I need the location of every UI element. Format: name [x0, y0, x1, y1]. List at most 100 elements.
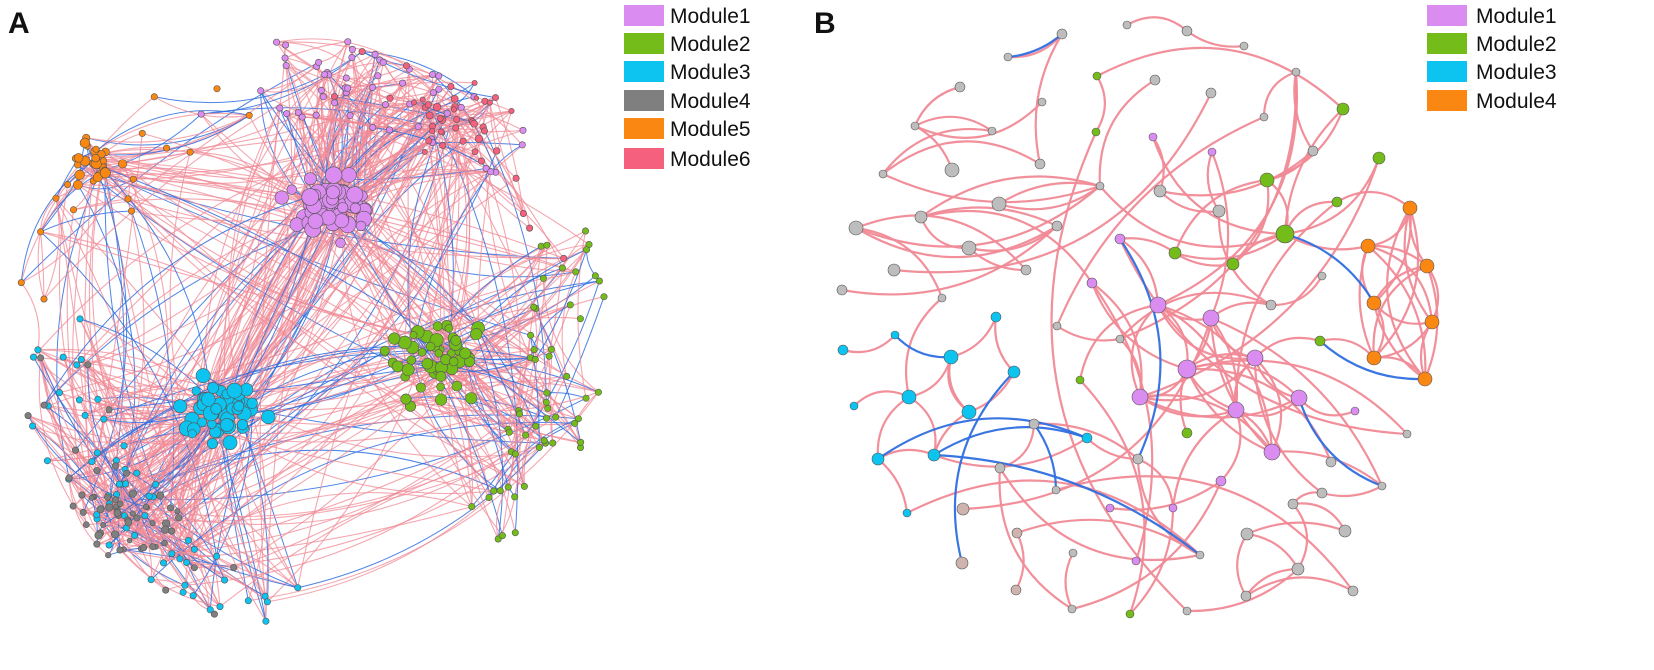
network-node: [152, 480, 160, 488]
network-node: [425, 137, 433, 145]
positive-edge: [489, 102, 498, 152]
network-node: [213, 552, 221, 560]
positive-edge: [855, 226, 944, 299]
positive-edge: [37, 349, 205, 398]
positive-edge: [100, 508, 153, 548]
network-node: [1177, 359, 1197, 379]
positive-edge: [1254, 336, 1321, 359]
positive-edge: [178, 451, 512, 525]
network-node: [187, 429, 197, 439]
positive-edge: [79, 174, 422, 388]
positive-edge: [62, 356, 154, 547]
network-node: [436, 115, 444, 122]
network-node: [40, 295, 48, 303]
network-node: [301, 188, 319, 206]
network-node: [435, 393, 448, 406]
network-node: [111, 496, 119, 504]
positive-edge: [464, 278, 544, 357]
positive-edge: [1034, 33, 1063, 165]
positive-edge: [913, 85, 961, 127]
network-node: [465, 392, 478, 405]
network-node: [399, 79, 407, 87]
positive-edge: [998, 185, 1101, 211]
network-node: [298, 113, 306, 121]
positive-edge: [1232, 179, 1270, 265]
network-node: [1181, 427, 1193, 439]
network-node: [93, 540, 101, 548]
positive-edge: [510, 307, 538, 453]
network-node: [1086, 277, 1098, 289]
network-node: [421, 357, 434, 370]
network-node: [485, 493, 493, 501]
network-node: [173, 399, 188, 414]
network-node: [131, 531, 139, 539]
network-node: [341, 167, 357, 183]
negative-edge: [56, 173, 100, 479]
network-node: [168, 550, 176, 558]
network-node: [560, 254, 568, 262]
network-node: [1075, 375, 1085, 385]
network-node: [582, 394, 590, 402]
network-node: [480, 127, 488, 135]
network-node: [1291, 67, 1301, 77]
positive-edge: [43, 53, 376, 300]
network-node: [122, 480, 130, 488]
positive-edge: [207, 106, 438, 400]
network-node: [181, 581, 189, 589]
network-node: [179, 588, 187, 596]
network-node: [887, 263, 901, 277]
positive-edge: [841, 225, 1058, 296]
network-node: [1360, 238, 1376, 254]
positive-edge: [159, 495, 234, 569]
network-node: [450, 94, 459, 103]
network-node: [272, 38, 280, 46]
network-node: [490, 487, 498, 495]
network-node: [1424, 314, 1440, 330]
network-node: [1168, 246, 1182, 260]
network-node: [124, 195, 132, 203]
network-node: [216, 603, 224, 611]
network-node: [379, 58, 387, 66]
legend-a-swatch-4: [624, 90, 664, 111]
network-node: [1215, 475, 1227, 487]
network-node: [437, 128, 445, 135]
positive-edge: [1050, 131, 1188, 612]
network-node: [263, 598, 271, 606]
positive-edge: [1098, 79, 1156, 187]
network-node: [1067, 604, 1077, 614]
network-node: [572, 268, 580, 276]
positive-edge: [1109, 480, 1222, 511]
legend-a-label-4: Module4: [670, 90, 751, 113]
network-node: [1202, 309, 1220, 327]
positive-edge: [950, 316, 998, 359]
network-node: [283, 110, 291, 118]
network-node: [505, 428, 513, 436]
negative-edge: [894, 334, 952, 359]
positive-edge: [1367, 245, 1427, 380]
legend-a-label-2: Module2: [670, 33, 751, 56]
network-node: [244, 597, 252, 605]
network-node: [1052, 321, 1062, 331]
network-node: [105, 552, 112, 559]
positive-edge: [427, 104, 568, 377]
network-node: [24, 412, 32, 420]
network-node: [1095, 181, 1105, 191]
network-node: [1205, 87, 1217, 99]
negative-edge: [585, 249, 596, 277]
network-node: [149, 543, 157, 551]
legend-a-swatch-6: [624, 148, 664, 169]
network-node: [104, 493, 112, 501]
positive-edge: [1173, 178, 1268, 254]
network-node: [1246, 349, 1264, 367]
network-node: [321, 71, 329, 79]
positive-edge: [1079, 379, 1146, 615]
positive-edge: [842, 334, 896, 354]
negative-edge: [953, 371, 1015, 564]
positive-edge: [62, 356, 567, 426]
positive-edge: [97, 398, 494, 492]
network-node: [1020, 264, 1032, 276]
network-node: [161, 525, 170, 534]
positive-edge: [1071, 480, 1223, 611]
positive-edge: [1090, 282, 1188, 371]
positive-edge: [1056, 325, 1121, 342]
